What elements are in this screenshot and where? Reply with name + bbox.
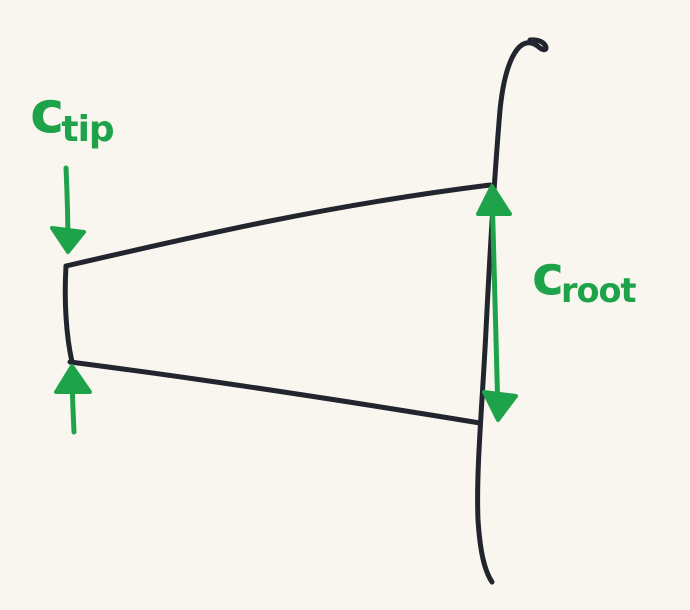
root-line (475, 37, 549, 585)
tip-chord-subscript: tip (61, 108, 114, 150)
trailing-edge-line (67, 359, 483, 426)
root-chord-label: croot (532, 244, 637, 311)
tip-chord-letter: c (30, 78, 64, 146)
tip-lower-arrow (54, 364, 92, 435)
tip-chord-label: ctip (30, 78, 115, 150)
tip-upper-arrow (50, 165, 86, 254)
leading-edge-line (63, 182, 493, 269)
root-chord-subscript: root (561, 271, 636, 311)
root-chord-arrow (476, 184, 518, 422)
root-chord-letter: c (532, 244, 564, 307)
tip-chord-line (62, 263, 75, 365)
